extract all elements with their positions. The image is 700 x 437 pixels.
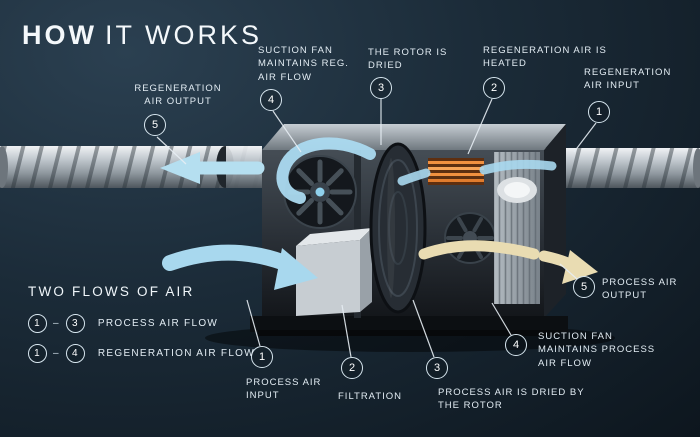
callout-label-reg-air-input: REGENERATION AIR INPUT bbox=[584, 67, 672, 92]
interior bbox=[283, 142, 540, 318]
callout-circle-filtration: 2 bbox=[341, 357, 363, 379]
legend-circle-process-from: 1 bbox=[28, 314, 47, 333]
legend-row-process-air-flow: 1 – 3 PROCESS AIR FLOW bbox=[28, 314, 255, 333]
reg-out-arrowhead bbox=[160, 152, 200, 184]
callout-circle-rotor-dried: 3 bbox=[370, 77, 392, 99]
callout-circle-process-air-dried: 3 bbox=[426, 357, 448, 379]
right-duct bbox=[544, 148, 700, 188]
reg-flow-to-rotor-arrow bbox=[397, 168, 431, 186]
callout-circle-process-air-input: 1 bbox=[251, 346, 273, 368]
callout-label-filtration: FILTRATION bbox=[338, 391, 403, 402]
callout-circle-suction-fan-reg: 4 bbox=[260, 89, 282, 111]
callout-circle-process-air-output: 5 bbox=[573, 276, 595, 298]
reg-flow-in-arrow bbox=[479, 159, 557, 175]
legend-label-regen: REGENERATION AIR FLOW bbox=[97, 348, 256, 359]
filter-housing bbox=[296, 228, 372, 316]
legend-row-regeneration-air-flow: 1 – 4 REGENERATION AIR FLOW bbox=[28, 344, 255, 363]
legend-dash: – bbox=[53, 318, 60, 329]
legend-circle-regen-to: 4 bbox=[65, 344, 85, 363]
process-in-arrowhead bbox=[274, 248, 318, 290]
callout-label-process-air-dried: PROCESS AIR IS DRIED BY THE ROTOR bbox=[438, 387, 585, 412]
legend-circle-regen-from: 1 bbox=[28, 344, 47, 363]
page-title-light: IT WORKS bbox=[104, 20, 262, 50]
callout-label-suction-fan-process: SUCTION FAN MAINTAINS PROCESS AIR FLOW bbox=[538, 331, 656, 369]
legend: TWO FLOWS OF AIR 1 – 3 PROCESS AIR FLOW … bbox=[28, 284, 255, 374]
flow-arrows bbox=[160, 137, 598, 290]
process-flow-in-arrow bbox=[162, 244, 290, 271]
callout-circle-suction-fan-process: 4 bbox=[505, 334, 527, 356]
reg-flow-fan-swoosh-arrow bbox=[276, 137, 376, 204]
callout-label-process-air-input: PROCESS AIR INPUT bbox=[246, 377, 322, 402]
heater-icon bbox=[428, 158, 484, 185]
callout-circle-reg-air-heated: 2 bbox=[483, 77, 505, 99]
suction-fan-process-icon bbox=[444, 212, 496, 264]
process-out-arrowhead bbox=[562, 250, 598, 284]
callout-label-rotor-dried: THE ROTOR IS DRIED bbox=[368, 47, 448, 72]
leader-lines bbox=[156, 98, 597, 358]
callout-label-suction-fan-reg: SUCTION FAN MAINTAINS REG. AIR FLOW bbox=[258, 45, 349, 83]
outlet-grille bbox=[494, 152, 540, 304]
callout-label-reg-air-heated: REGENERATION AIR IS HEATED bbox=[483, 45, 607, 70]
legend-label-process: PROCESS AIR FLOW bbox=[97, 318, 219, 329]
legend-heading: TWO FLOWS OF AIR bbox=[28, 284, 195, 299]
callout-label-reg-air-output: REGENERATION AIR OUTPUT bbox=[134, 83, 222, 108]
rotor-icon bbox=[369, 142, 427, 314]
callout-circle-reg-air-input: 1 bbox=[588, 101, 610, 123]
page-title-strong: HOW bbox=[22, 20, 97, 50]
callout-label-process-air-output: PROCESS AIR OUTPUT bbox=[602, 277, 678, 302]
legend-dash: – bbox=[53, 348, 60, 359]
process-flow-dried-arrow bbox=[418, 240, 540, 260]
callout-circle-reg-air-output: 5 bbox=[144, 114, 166, 136]
legend-circle-process-to: 3 bbox=[65, 314, 85, 333]
suction-fan-reg-icon bbox=[283, 155, 357, 229]
